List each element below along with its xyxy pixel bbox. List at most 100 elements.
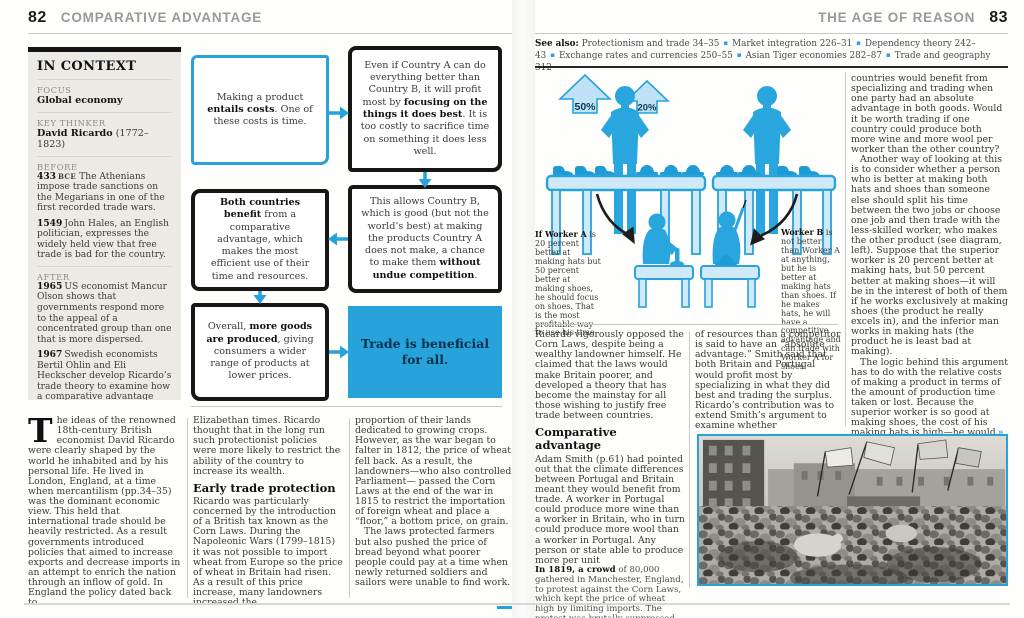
text-bold: Both countries benefit: [219, 197, 301, 221]
paragraph: Another way of looking at this is to con…: [851, 154, 1008, 358]
image-caption: In 1819, a crowd of 80,000 gathered in M…: [535, 564, 685, 618]
divider: [37, 79, 172, 80]
flow-box-costs: Making a product entails costs. One of t…: [191, 55, 329, 165]
page-number-right: 83: [989, 9, 1008, 26]
item-text: John Hales, an English politician, expre…: [37, 218, 169, 261]
left-body-column-3: proportion of their lands dedicated to g…: [355, 415, 512, 588]
continuation-mark: »: [997, 427, 1004, 439]
worker-b-label: Worker B is not better than Worker A at …: [781, 228, 841, 372]
label-bold: If Worker A: [535, 229, 587, 239]
text-bold: more goods are produced: [206, 321, 313, 345]
chapter-title-right: THE AGE OF REASON: [818, 10, 976, 25]
header-rule-right: [535, 33, 1008, 34]
paragraph: Ricardo vigorously opposed the Corn Laws…: [535, 329, 684, 421]
in-context-title: IN CONTEXT: [37, 59, 137, 74]
see-also-rule: [535, 66, 1008, 68]
text: Overall,: [207, 321, 250, 333]
item-text: The Athenians impose trade sanctions on …: [37, 171, 165, 214]
label-text: is not better than Worker A at anything,…: [781, 228, 841, 372]
curved-arrow-icons: [595, 193, 799, 246]
text-bold: focusing on the things it does best: [362, 96, 488, 120]
key-thinker-value: David Ricardo (1772–1823): [37, 128, 172, 151]
in-context-box: IN CONTEXT FOCUS Global economy KEY THIN…: [28, 47, 181, 400]
pct-left-label: 50%: [574, 101, 596, 113]
bullet-icon: ▪: [723, 39, 729, 47]
see-also-link: Market integration 226–31: [732, 39, 853, 49]
header-rule-left: [28, 33, 512, 34]
column-rule: [187, 418, 188, 598]
section-rule: [191, 406, 502, 407]
seated-shoemaker-figure: [634, 213, 694, 308]
paragraph-text: The logic behind this argument has to do…: [851, 356, 1009, 439]
text: , giving consumers a wider range of prod…: [210, 333, 314, 382]
text: .: [474, 269, 478, 281]
column-rule: [689, 332, 690, 588]
productivity-arrow-50: 50% 20%: [558, 73, 670, 114]
paragraph: countries would benefit from specializin…: [851, 73, 1003, 155]
paragraph: Elizabethan times. Ricardo thought that …: [193, 415, 341, 477]
item-year: 433: [37, 170, 56, 182]
bullet-icon: ▪: [856, 39, 861, 47]
pct-right-label: 20%: [637, 103, 657, 114]
flow-box-conclusion: Trade is beneficial for all.: [348, 306, 502, 398]
paragraph: Ricardo was particularly concerned by th…: [193, 495, 343, 607]
bullet-icon: ▪: [550, 50, 555, 59]
page-number-left: 82: [28, 9, 47, 26]
thinker-dates: (1772–1823): [37, 127, 149, 151]
worker-a-figure: [601, 86, 649, 234]
item-year: 1967: [37, 349, 63, 361]
after-label: AFTER: [37, 271, 70, 282]
left-body-column-2: Elizabethan times. Ricardo thought that …: [193, 415, 343, 608]
section-tab-mark: [497, 606, 512, 609]
text: This allows Country B, which is good (bu…: [361, 196, 489, 269]
seated-hatmaker-figure: [700, 199, 760, 308]
subheading: Early trade protection: [193, 480, 336, 495]
item-era: BCE: [57, 171, 77, 181]
text: Making a product: [216, 91, 304, 103]
divider: [37, 111, 172, 113]
subheading: Comparative advantage: [535, 425, 617, 453]
see-also-link: Exchange rates and currencies 250–55: [558, 50, 733, 61]
see-also-link: Protectionism and trade 34–35: [581, 39, 720, 49]
see-also-link: Asian Tiger economies 282–87: [745, 50, 882, 61]
text: Even if Country A can do everything bett…: [362, 59, 486, 108]
diagram-rule: [535, 324, 838, 325]
item-text: US economist Mancur Olson shows that gov…: [37, 281, 172, 345]
focus-value: Global economy: [37, 95, 123, 106]
flow-box-more-goods: Overall, more goods are produced, giving…: [191, 303, 329, 401]
divider: [37, 265, 172, 267]
paragraph: proportion of their lands dedicated to g…: [355, 415, 512, 528]
page-bottom-edge: [24, 603, 1010, 605]
column-rule: [845, 72, 846, 426]
right-body-column-2: of resources than a competitor is said t…: [695, 329, 841, 432]
label-text: is 20 percent better at making hats but …: [535, 230, 601, 338]
paragraph: Adam Smith (p.61) had pointed out that t…: [535, 453, 685, 566]
caption-text: of 80,000 gathered in Manchester, Englan…: [535, 564, 684, 618]
worker-a-label: If Worker A is 20 percent better at maki…: [535, 230, 601, 338]
item-year: 1965: [37, 280, 63, 292]
item-text: Swedish economists Bertil Ohlin and Eli …: [37, 350, 172, 400]
text: . One of these costs is time.: [213, 103, 313, 128]
right-body-column-1: Ricardo vigorously opposed the Corn Laws…: [535, 329, 685, 618]
chapter-title-left: COMPARATIVE ADVANTAGE: [60, 10, 263, 25]
paragraph: of resources than a competitor is said t…: [695, 329, 841, 432]
worker-b-figure: [743, 86, 791, 234]
see-also-block: See also:Protectionism and trade 34–35▪M…: [535, 39, 1008, 75]
conclusion-text: Trade is beneficial for all.: [360, 335, 490, 367]
flow-box-country-b: This allows Country B, which is good (bu…: [348, 185, 502, 293]
key-thinker-label: KEY THINKER: [37, 117, 106, 128]
label-bold: Worker B: [781, 227, 824, 237]
right-body-column-3: countries would benefit from specializin…: [851, 73, 1009, 439]
paragraph: The laws protected farmers but also push…: [355, 526, 511, 588]
caption-bold: In 1819, a crowd: [535, 564, 616, 575]
right-page-header: THE AGE OF REASON 83: [535, 9, 1008, 27]
focus-label: FOCUS: [37, 85, 72, 95]
bullet-icon: ▪: [885, 50, 891, 59]
thinker-name: David Ricardo: [37, 127, 113, 139]
